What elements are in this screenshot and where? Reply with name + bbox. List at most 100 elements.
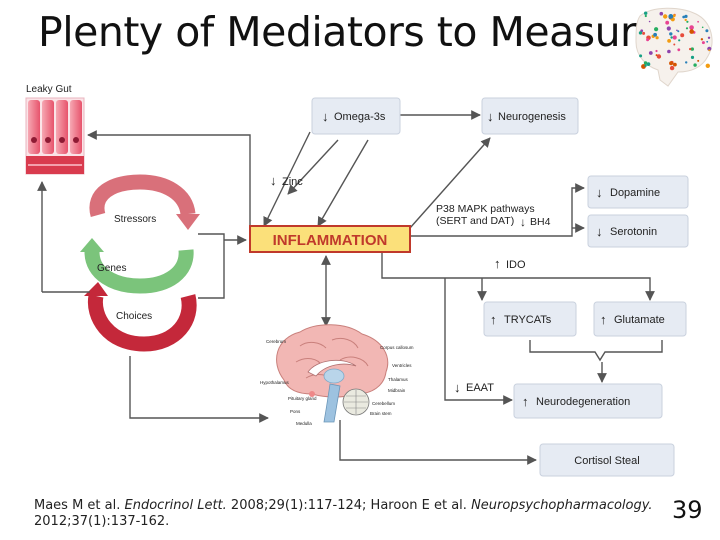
trycats-box bbox=[483, 301, 577, 337]
choices-label: Choices bbox=[116, 311, 152, 322]
trycats-label: TRYCATs bbox=[504, 314, 552, 326]
logo-dot bbox=[682, 15, 686, 19]
logo-dot bbox=[654, 27, 659, 32]
dopamine-down-arrow-icon: ↓ bbox=[596, 185, 603, 200]
neurodegeneration-up-arrow-icon: ↑ bbox=[522, 394, 529, 409]
logo-dot bbox=[689, 47, 692, 51]
logo-dot bbox=[707, 46, 712, 51]
omega3-inflammation-line-2 bbox=[317, 139, 369, 227]
neurodegeneration-box bbox=[513, 383, 663, 419]
logo-dot bbox=[644, 14, 647, 18]
logo-dot bbox=[690, 47, 694, 51]
brain-label-brain-stem: Brain stem bbox=[370, 411, 392, 416]
logo-dot bbox=[655, 36, 659, 40]
logo-dot bbox=[690, 55, 695, 60]
logo-dot bbox=[705, 63, 710, 68]
dopamine-label: Dopamine bbox=[610, 187, 660, 199]
zinc-down-arrow-icon: ↓ bbox=[270, 173, 277, 188]
brain-network-logo-icon bbox=[635, 7, 713, 87]
logo-dot bbox=[701, 41, 705, 45]
logo-dot bbox=[644, 64, 647, 67]
ido-label: IDO bbox=[506, 259, 526, 271]
inflammation-to-neurodegeneration-line bbox=[444, 278, 513, 405]
logo-dot bbox=[659, 11, 664, 16]
leaky-gut-cells-icon bbox=[25, 97, 85, 175]
neurogenesis-box bbox=[481, 97, 579, 135]
brain-label-pituitary: Pituitary gland bbox=[288, 396, 317, 401]
logo-dot bbox=[697, 59, 700, 62]
brain-illustration-icon bbox=[276, 324, 389, 423]
serotonin-box bbox=[587, 214, 689, 248]
logo-dot bbox=[685, 27, 689, 30]
logo-dot bbox=[644, 11, 648, 15]
cycle-bracket-line bbox=[198, 233, 225, 299]
slide-title: Plenty of Mediators to Measure bbox=[38, 8, 661, 56]
neurodegeneration-label: Neurodegeneration bbox=[536, 396, 630, 408]
logo-dot bbox=[707, 36, 711, 39]
eaat-down-arrow-icon: ↓ bbox=[454, 380, 461, 395]
inflammation-to-neurogenesis-line bbox=[409, 137, 491, 229]
logo-dot bbox=[646, 38, 650, 42]
p38-label-line1: P38 MAPK pathways bbox=[436, 203, 535, 215]
logo-dot bbox=[638, 31, 643, 35]
logo-dot bbox=[653, 32, 657, 37]
logo-dot bbox=[677, 30, 680, 33]
page-number: 39 bbox=[672, 496, 703, 524]
serotonin-label: Serotonin bbox=[610, 226, 657, 238]
omega3-down-arrow-icon: ↓ bbox=[322, 109, 329, 124]
brain-label-ventricles: Ventricles bbox=[392, 363, 412, 368]
brain-label-thalamus: Thalamus bbox=[388, 377, 409, 382]
eaat-label: EAAT bbox=[466, 382, 494, 394]
inflammation-to-dopamine-line bbox=[410, 183, 585, 237]
serotonin-down-arrow-icon: ↓ bbox=[596, 224, 603, 239]
choices-to-brain-line bbox=[129, 356, 269, 423]
brain-label-pons: Pons bbox=[290, 409, 301, 414]
logo-dot bbox=[672, 14, 676, 18]
logo-dot bbox=[672, 35, 677, 40]
brain-label-cerebrum: Cerebrum bbox=[266, 339, 286, 344]
logo-dot bbox=[648, 51, 653, 55]
logo-dot bbox=[705, 29, 709, 33]
ido-up-arrow-icon: ↑ bbox=[494, 256, 501, 271]
neurogenesis-down-arrow-icon: ↓ bbox=[487, 109, 494, 124]
logo-dot bbox=[642, 31, 646, 35]
brain-label-midbrain: Midbrain bbox=[388, 388, 406, 393]
neurogenesis-label: Neurogenesis bbox=[498, 111, 566, 123]
logo-dot bbox=[669, 65, 675, 71]
inflammation-to-glutamate-line bbox=[381, 250, 655, 301]
logo-dot bbox=[680, 33, 685, 38]
logo-dot bbox=[668, 14, 674, 19]
logo-dot bbox=[669, 61, 674, 66]
logo-dot bbox=[669, 32, 673, 36]
glutamate-box bbox=[593, 301, 687, 337]
logo-dot bbox=[670, 36, 673, 39]
citation-part-2: 2008;29(1):117-124; Haroon E et al. bbox=[226, 498, 472, 513]
cortisol-steal-box bbox=[539, 443, 675, 477]
logo-dot bbox=[689, 29, 694, 34]
omega3-label: Omega-3s bbox=[334, 111, 386, 123]
brain-label-cerebellum: Cerebellum bbox=[372, 401, 395, 406]
inflammation-box bbox=[249, 225, 411, 253]
logo-dot bbox=[667, 39, 671, 43]
citation-part-1: Maes M et al. bbox=[34, 498, 125, 513]
p38-label-line2: (SERT and DAT) bbox=[436, 215, 514, 227]
citation-part-3: 2012;37(1):137-162. bbox=[34, 514, 170, 529]
logo-dot bbox=[689, 25, 694, 30]
glutamate-up-arrow-icon: ↑ bbox=[600, 312, 607, 327]
logo-dot bbox=[643, 61, 648, 65]
logo-dot bbox=[708, 49, 711, 52]
genes-label: Genes bbox=[97, 263, 126, 274]
stressors-label: Stressors bbox=[114, 214, 156, 225]
logo-dot bbox=[706, 40, 709, 43]
genes-cycle-arrow bbox=[80, 238, 194, 294]
inflammation-to-omega3-line bbox=[263, 131, 311, 227]
bh4-down-arrow-icon: ↓ bbox=[520, 215, 526, 229]
omega3-box bbox=[311, 97, 401, 135]
logo-dot bbox=[666, 26, 671, 31]
bh4-label: BH4 bbox=[530, 216, 551, 228]
logo-dot bbox=[646, 62, 651, 66]
logo-dot bbox=[656, 54, 662, 59]
zinc-label: Zinc bbox=[282, 176, 303, 188]
citation: Maes M et al. Endocrinol Lett. 2008;29(1… bbox=[34, 498, 654, 530]
logo-dot bbox=[673, 43, 676, 46]
